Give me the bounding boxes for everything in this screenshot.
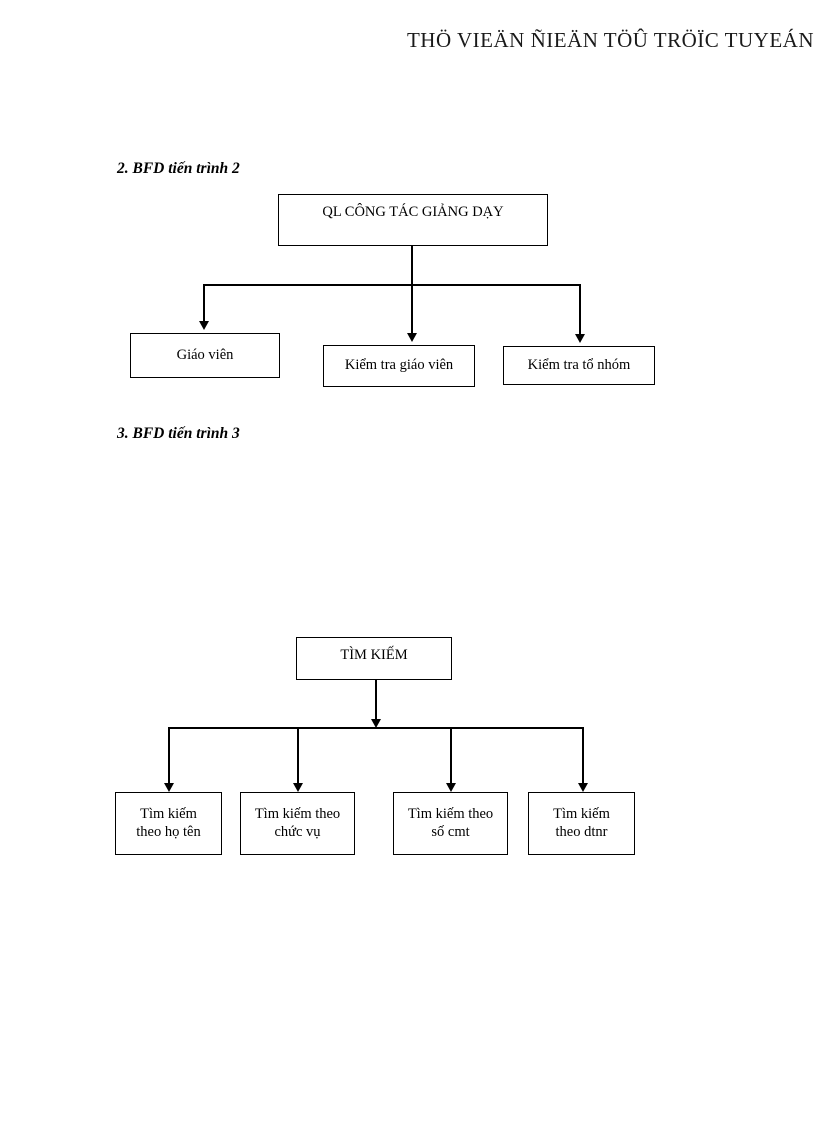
section-heading-bfd-3: 3. BFD tiến trình 3	[117, 425, 240, 442]
diagram2-root-label: QL CÔNG TÁC GIẢNG DẠY	[322, 204, 504, 220]
diagram2-arrow-right	[575, 334, 585, 343]
diagram3-child-box-3: Tìm kiếm theo số cmt	[393, 792, 508, 855]
diagram2-child-box-3: Kiểm tra tổ nhóm	[503, 346, 655, 385]
diagram3-arrow-3	[446, 783, 456, 792]
diagram2-bus	[203, 284, 581, 286]
diagram3-branch-3	[450, 727, 452, 784]
diagram3-arrow-1	[164, 783, 174, 792]
diagram3-root-label: TÌM KIẾM	[340, 647, 408, 663]
diagram3-child-label-3: Tìm kiếm theo số cmt	[407, 805, 494, 840]
diagram2-root-box: QL CÔNG TÁC GIẢNG DẠY	[278, 194, 548, 246]
diagram3-child-label-1: Tìm kiếm theo họ tên	[136, 805, 201, 840]
diagram3-branch-2	[297, 727, 299, 784]
diagram2-branch-middle	[411, 284, 413, 334]
diagram3-child-label-4: Tìm kiếm theo dtnr	[553, 805, 610, 840]
diagram2-child-label-2: Kiểm tra giáo viên	[344, 357, 454, 374]
diagram3-root-stem	[375, 680, 377, 723]
diagram2-branch-left	[203, 284, 205, 322]
diagram3-arrow-stem	[371, 719, 381, 728]
diagram2-child-box-2: Kiểm tra giáo viên	[323, 345, 475, 387]
diagram2-child-box-1: Giáo viên	[130, 333, 280, 378]
diagram3-branch-1	[168, 727, 170, 784]
diagram3-child-box-2: Tìm kiếm theo chức vụ	[240, 792, 355, 855]
diagram3-arrow-2	[293, 783, 303, 792]
diagram2-arrow-middle	[407, 333, 417, 342]
diagram3-bus	[168, 727, 584, 729]
diagram3-branch-4	[582, 727, 584, 784]
section-heading-bfd-2: 2. BFD tiến trình 2	[117, 160, 240, 177]
diagram3-child-box-4: Tìm kiếm theo dtnr	[528, 792, 635, 855]
diagram2-arrow-left	[199, 321, 209, 330]
diagram3-child-label-2: Tìm kiếm theo chức vụ	[254, 805, 341, 840]
diagram3-root-box: TÌM KIẾM	[296, 637, 452, 680]
diagram2-child-label-1: Giáo viên	[176, 346, 234, 363]
diagram3-child-box-1: Tìm kiếm theo họ tên	[115, 792, 222, 855]
diagram2-root-stem	[411, 246, 413, 285]
page-header-title: THÖ VIEÄN ÑIEÄN TÖÛ TRÖÏC TUYEÁN	[406, 28, 814, 52]
diagram2-branch-right	[579, 284, 581, 335]
diagram2-child-label-3: Kiểm tra tổ nhóm	[527, 356, 631, 373]
diagram3-arrow-4	[578, 783, 588, 792]
